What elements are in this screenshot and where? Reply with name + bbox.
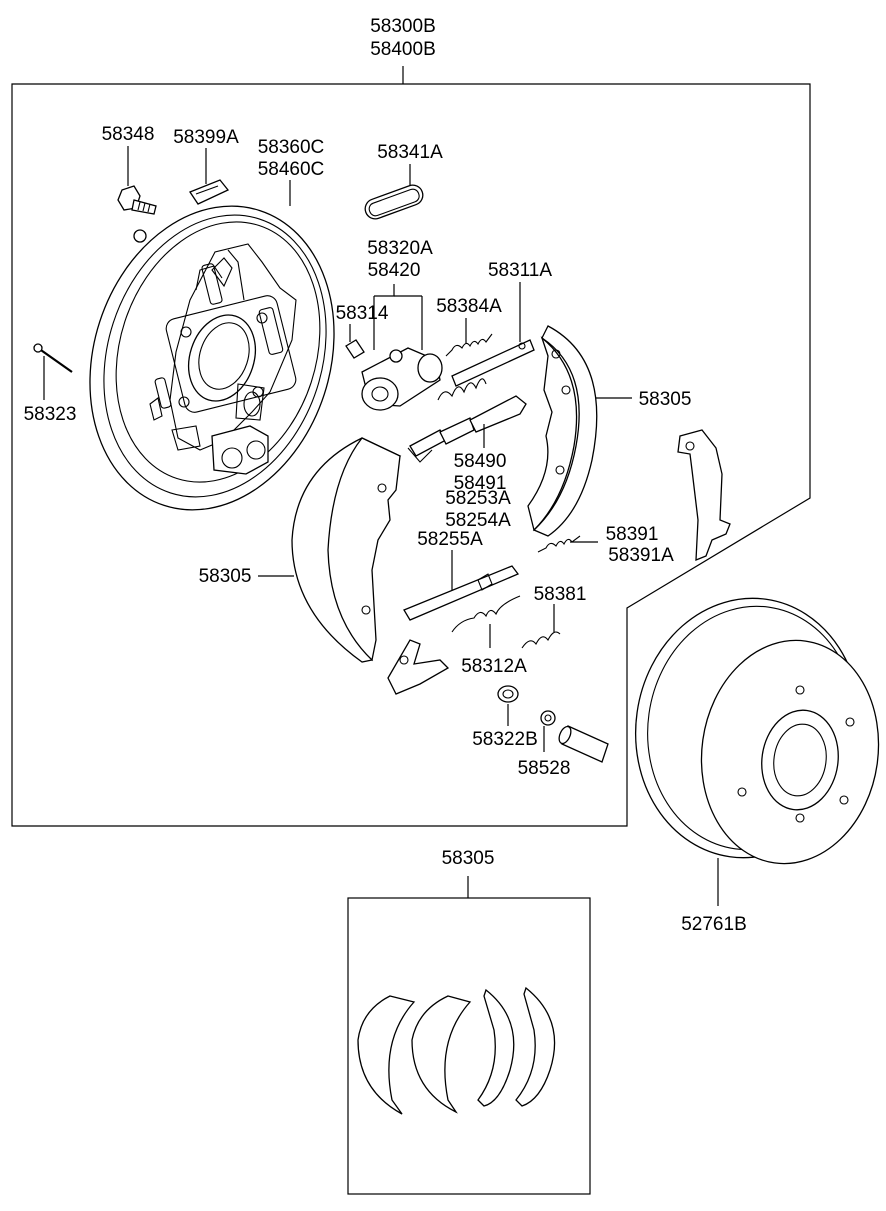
part-labels: 58300B 58400B 58348 58399A 58360C 58460C… bbox=[24, 16, 747, 935]
hold-spring-part bbox=[521, 631, 561, 649]
label-58253a: 58253A bbox=[445, 488, 511, 509]
lower-spring-part bbox=[537, 535, 581, 553]
parking-lever-part bbox=[677, 429, 731, 561]
label-58305-left: 58305 bbox=[199, 566, 252, 587]
return-spring-part bbox=[451, 595, 521, 633]
label-58314: 58314 bbox=[336, 303, 389, 324]
label-58320a: 58320A bbox=[367, 238, 433, 259]
lower-lever-part bbox=[387, 639, 450, 695]
brake-shoe-left bbox=[291, 437, 402, 663]
upper-spring-part bbox=[445, 333, 493, 357]
label-58300b: 58300B bbox=[370, 16, 436, 37]
washer-part bbox=[540, 710, 556, 726]
hold-pin-part bbox=[558, 725, 609, 763]
label-58255a: 58255A bbox=[417, 529, 483, 550]
backing-plate bbox=[89, 205, 335, 511]
coil-spring-part bbox=[437, 378, 487, 401]
brake-shoe-right bbox=[527, 325, 598, 537]
label-58305-kit: 58305 bbox=[442, 848, 495, 869]
label-58341a: 58341A bbox=[377, 142, 443, 163]
label-58322b: 58322B bbox=[472, 729, 538, 750]
assembly-outline bbox=[11, 66, 811, 827]
label-58460c: 58460C bbox=[258, 159, 325, 180]
label-58381: 58381 bbox=[534, 584, 587, 605]
label-58391a: 58391A bbox=[608, 545, 674, 566]
hold-cup-part bbox=[497, 685, 519, 703]
adjuster-plate-part bbox=[403, 565, 520, 621]
plug-part bbox=[189, 179, 230, 205]
label-58420: 58420 bbox=[368, 260, 421, 281]
label-58323: 58323 bbox=[24, 404, 77, 425]
label-58528: 58528 bbox=[518, 758, 571, 779]
shoe-kit-box bbox=[347, 876, 591, 1195]
strut-part bbox=[451, 339, 535, 387]
label-58360c: 58360C bbox=[258, 137, 325, 158]
seal-ring-part bbox=[364, 184, 424, 220]
label-58491: 58491 bbox=[454, 473, 507, 494]
label-58399a: 58399A bbox=[173, 127, 239, 148]
pin-part bbox=[33, 343, 73, 373]
brake-drum bbox=[634, 597, 880, 865]
label-58312a: 58312A bbox=[461, 656, 527, 677]
label-58254a: 58254A bbox=[445, 510, 511, 531]
label-52761b: 52761B bbox=[681, 914, 747, 935]
label-58384a: 58384A bbox=[436, 296, 502, 317]
label-58305-right: 58305 bbox=[639, 389, 692, 410]
leader-lines bbox=[43, 146, 719, 906]
wheel-cylinder-part bbox=[345, 339, 443, 411]
label-58348: 58348 bbox=[102, 124, 155, 145]
label-58490: 58490 bbox=[454, 451, 507, 472]
label-58400b: 58400B bbox=[370, 39, 436, 60]
label-58391: 58391 bbox=[606, 524, 659, 545]
bolt-part bbox=[117, 185, 157, 243]
label-58311a: 58311A bbox=[488, 260, 552, 281]
adjuster-part bbox=[407, 395, 527, 463]
